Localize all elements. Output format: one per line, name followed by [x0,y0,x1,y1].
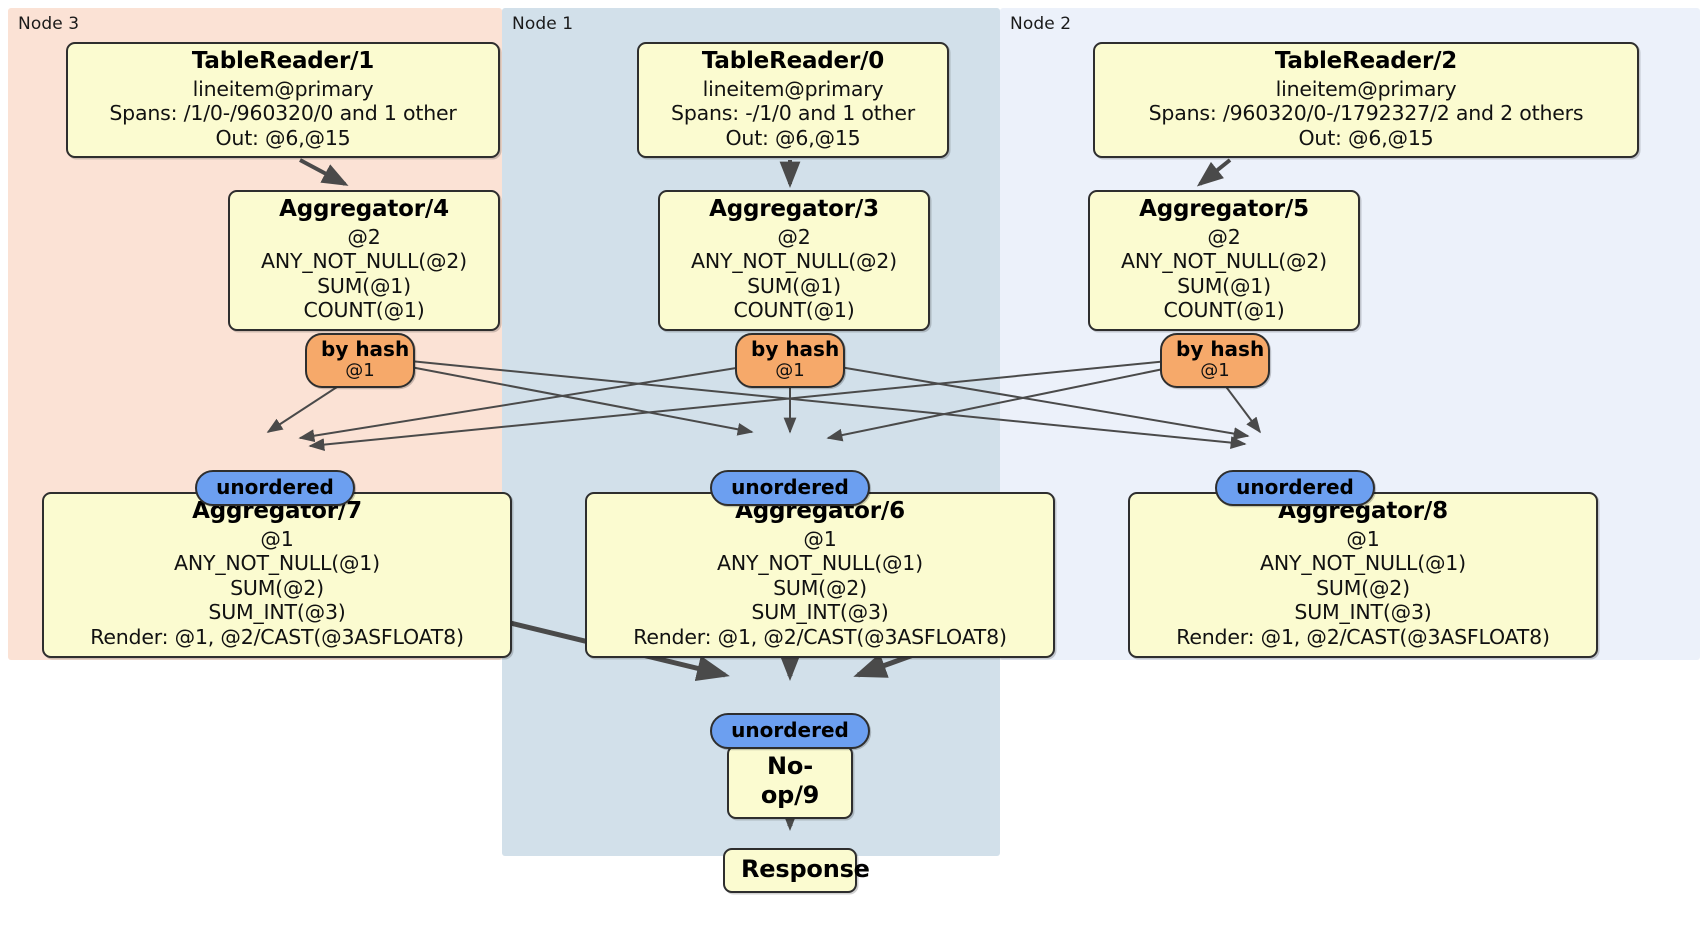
router-type-label: by hash [321,337,410,361]
router-unordered-left[interactable]: unordered [195,470,355,507]
processor-line: SUM(@1) [1177,273,1271,298]
router-by-hash-center[interactable]: by hash @1 [735,333,845,389]
processor-title: TableReader/1 [191,48,375,74]
processor-line: @1 [1346,526,1380,551]
router-by-hash-left[interactable]: by hash @1 [305,333,415,389]
processor-line: Out: @6,@15 [1298,125,1434,150]
processor-line: COUNT(@1) [303,298,425,323]
processor-line: Out: @6,@15 [215,125,351,150]
processor-table-reader-0[interactable]: TableReader/0 lineitem@primary Spans: -/… [637,42,949,159]
router-column-label: @1 [345,360,375,382]
processor-title: Aggregator/4 [279,196,449,222]
processor-noop-9[interactable]: No-op/9 [727,745,853,819]
processor-table-reader-2[interactable]: TableReader/2 lineitem@primary Spans: /9… [1093,42,1639,159]
processor-line: COUNT(@1) [1163,298,1285,323]
router-by-hash-right[interactable]: by hash @1 [1160,333,1270,389]
router-type-label: unordered [731,475,849,499]
processor-line: lineitem@primary [192,76,374,101]
processor-line: @2 [777,224,811,249]
processor-line: @2 [347,224,381,249]
router-column-label: @1 [775,360,805,382]
processor-line: ANY_NOT_NULL(@2) [1121,249,1327,274]
processor-line: ANY_NOT_NULL(@1) [1260,551,1466,576]
processor-title: Aggregator/3 [709,196,879,222]
processor-line: SUM_INT(@3) [751,600,889,625]
router-unordered-final[interactable]: unordered [710,713,870,750]
processor-line: lineitem@primary [702,76,884,101]
router-type-label: by hash [1176,337,1265,361]
processor-line: ANY_NOT_NULL(@2) [261,249,467,274]
processor-aggregator-6[interactable]: Aggregator/6 @1 ANY_NOT_NULL(@1) SUM(@2)… [585,492,1055,658]
processor-title: No-op/9 [760,752,820,809]
processor-line: SUM(@2) [773,575,867,600]
processor-line: @1 [260,526,294,551]
processor-line: SUM(@1) [747,273,841,298]
router-type-label: unordered [1236,475,1354,499]
processor-title: Response [741,855,870,883]
router-unordered-center[interactable]: unordered [710,470,870,507]
processor-aggregator-8[interactable]: Aggregator/8 @1 ANY_NOT_NULL(@1) SUM(@2)… [1128,492,1598,658]
processor-line: Render: @1, @2/CAST(@3ASFLOAT8) [633,624,1007,649]
processor-line: lineitem@primary [1275,76,1457,101]
processor-line: ANY_NOT_NULL(@1) [717,551,923,576]
processor-line: ANY_NOT_NULL(@2) [691,249,897,274]
processor-line: Spans: /1/0-/960320/0 and 1 other [109,101,457,126]
processor-line: @2 [1207,224,1241,249]
processor-title: TableReader/0 [701,48,885,74]
router-unordered-right[interactable]: unordered [1215,470,1375,507]
processor-line: SUM(@2) [230,575,324,600]
processor-aggregator-4[interactable]: Aggregator/4 @2 ANY_NOT_NULL(@2) SUM(@1)… [228,190,500,331]
processor-aggregator-3[interactable]: Aggregator/3 @2 ANY_NOT_NULL(@2) SUM(@1)… [658,190,930,331]
node-label-node2: Node 2 [1010,14,1072,34]
processor-line: ANY_NOT_NULL(@1) [174,551,380,576]
processor-line: Out: @6,@15 [725,125,861,150]
processor-title: TableReader/2 [1274,48,1458,74]
processor-line: SUM_INT(@3) [1294,600,1432,625]
processor-line: SUM(@2) [1316,575,1410,600]
processor-line: Spans: -/1/0 and 1 other [671,101,915,126]
processor-response[interactable]: Response [723,848,870,893]
router-type-label: by hash [751,337,840,361]
processor-title: Aggregator/5 [1139,196,1309,222]
router-type-label: unordered [216,475,334,499]
processor-table-reader-1[interactable]: TableReader/1 lineitem@primary Spans: /1… [66,42,500,159]
processor-line: SUM_INT(@3) [208,600,346,625]
processor-line: COUNT(@1) [733,298,855,323]
node-label-node1: Node 1 [512,14,574,34]
router-type-label: unordered [731,718,849,742]
processor-line: @1 [803,526,837,551]
router-column-label: @1 [1200,360,1230,382]
processor-aggregator-7[interactable]: Aggregator/7 @1 ANY_NOT_NULL(@1) SUM(@2)… [42,492,512,658]
processor-line: Render: @1, @2/CAST(@3ASFLOAT8) [1176,624,1550,649]
processor-aggregator-5[interactable]: Aggregator/5 @2 ANY_NOT_NULL(@2) SUM(@1)… [1088,190,1360,331]
processor-line: Render: @1, @2/CAST(@3ASFLOAT8) [90,624,464,649]
processor-line: SUM(@1) [317,273,411,298]
node-label-node3: Node 3 [18,14,80,34]
processor-line: Spans: /960320/0-/1792327/2 and 2 others [1148,101,1584,126]
